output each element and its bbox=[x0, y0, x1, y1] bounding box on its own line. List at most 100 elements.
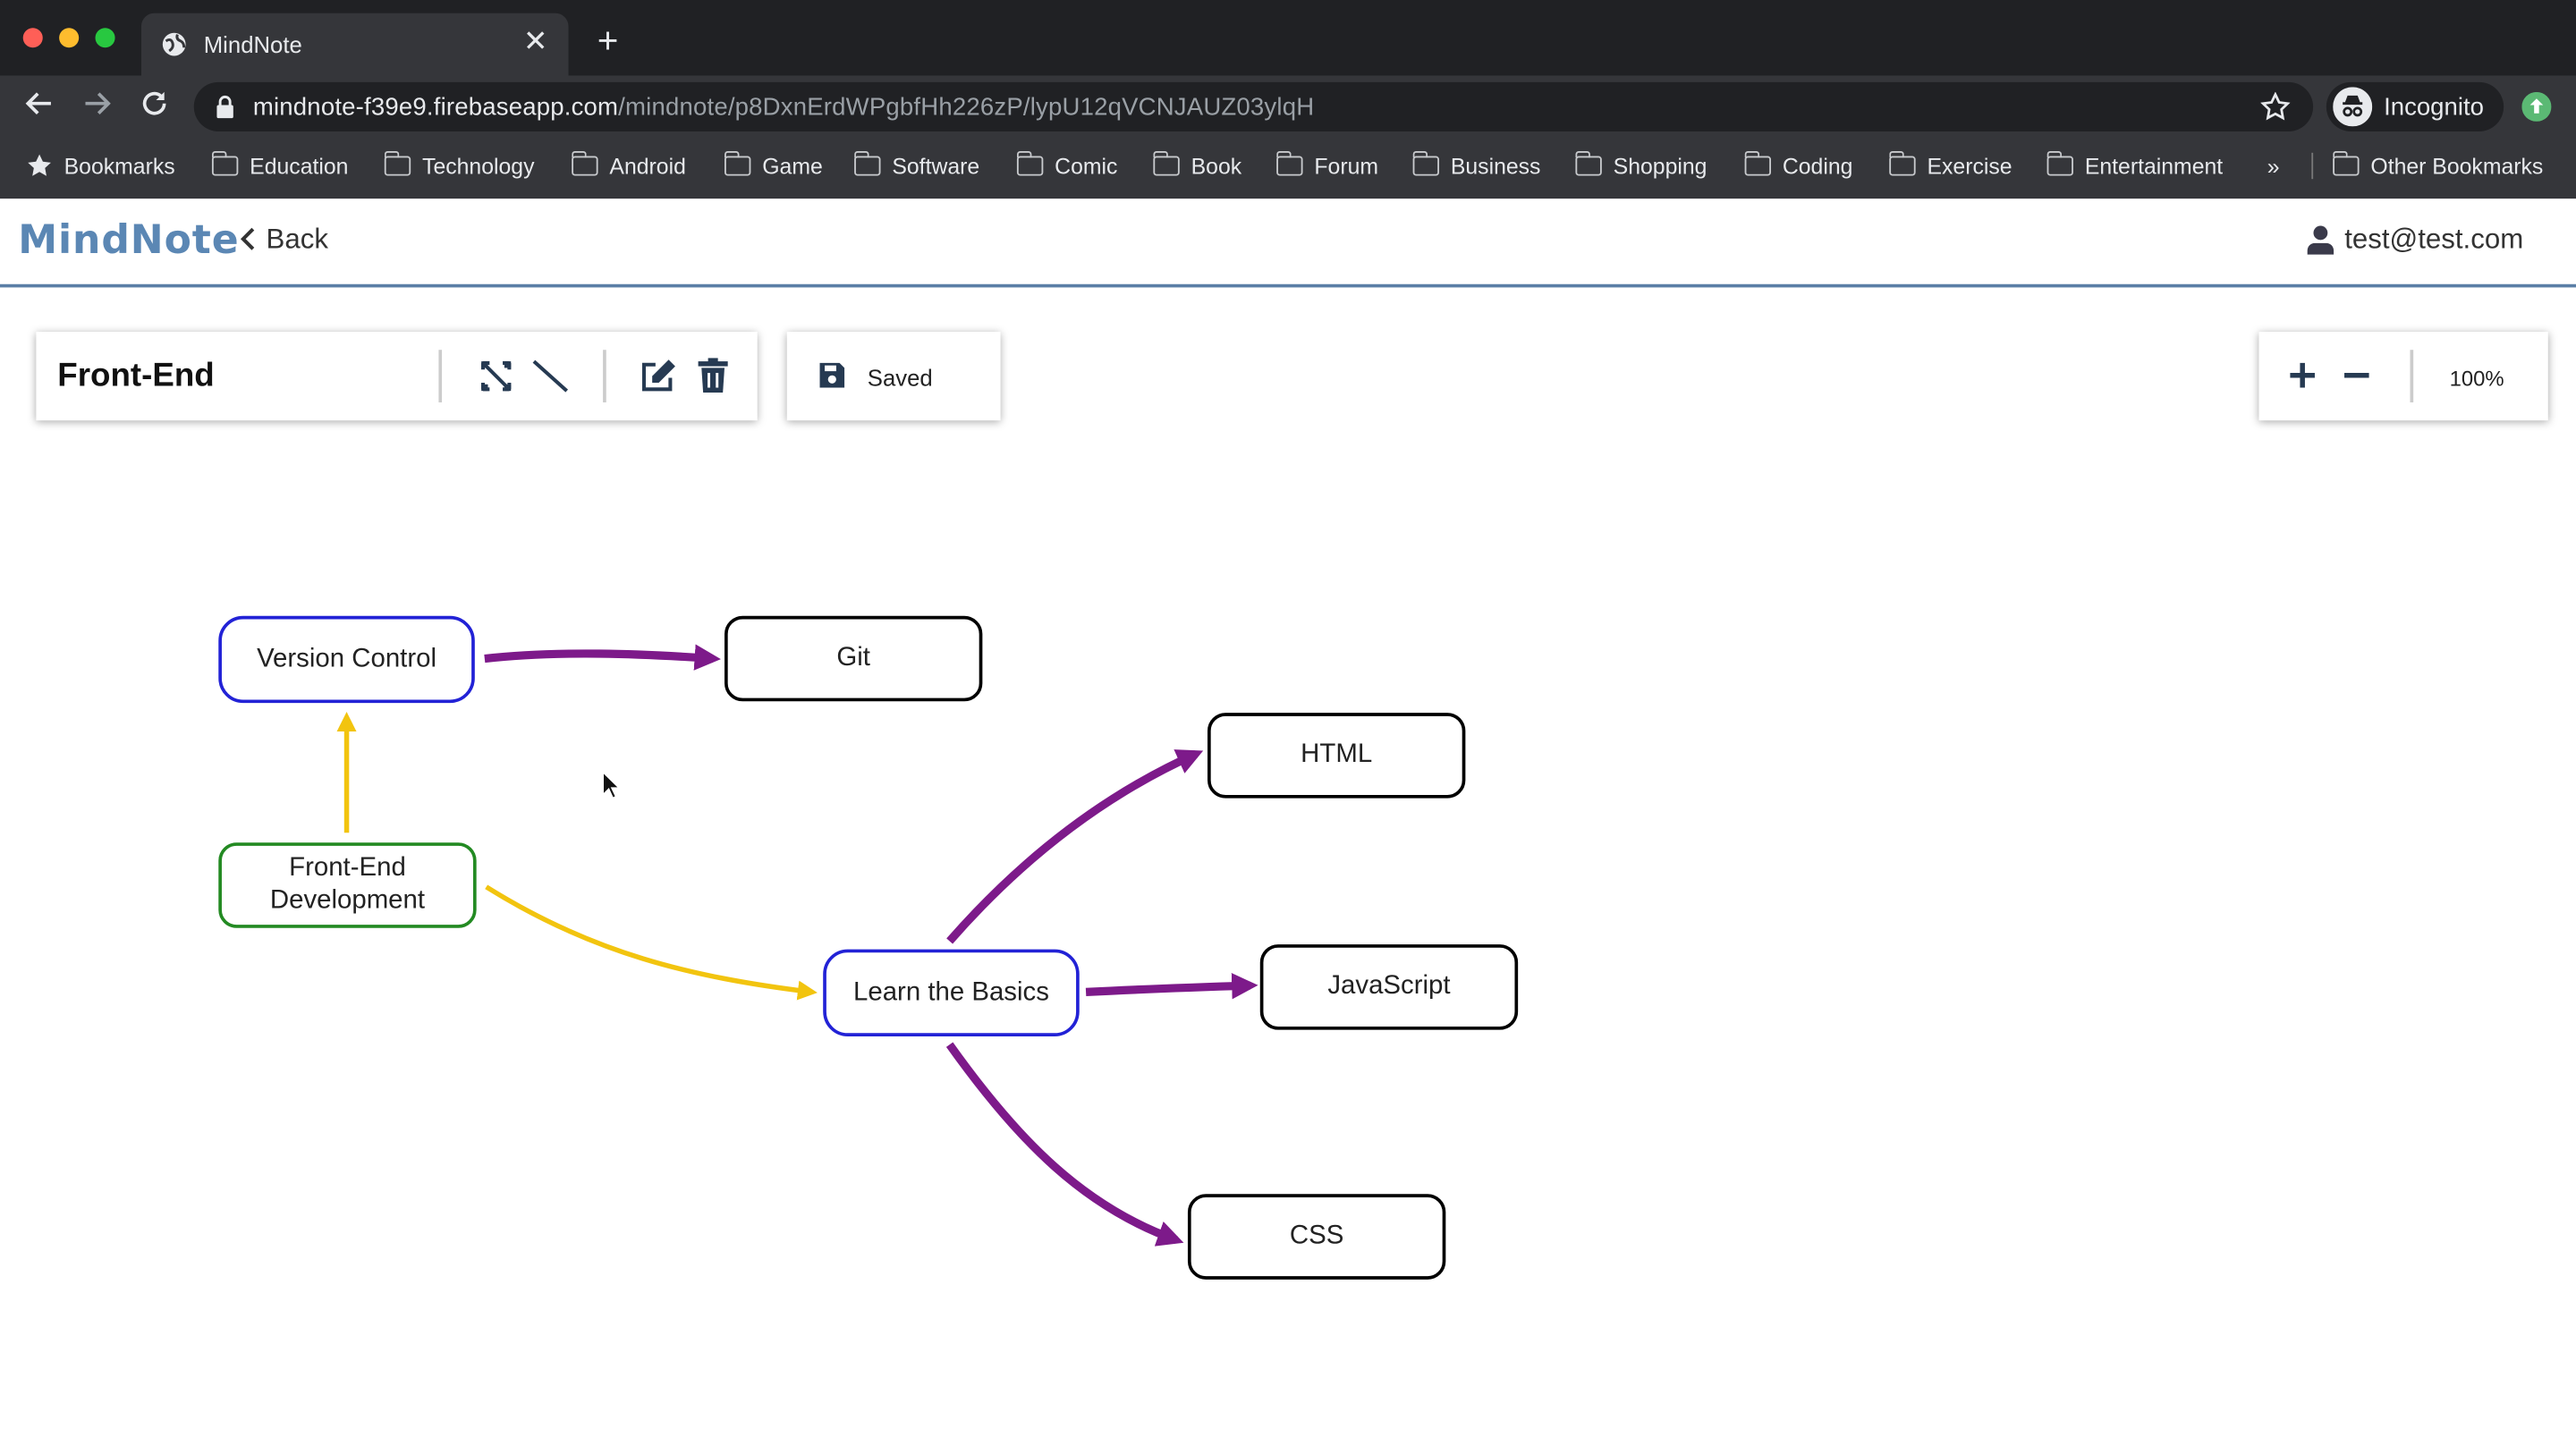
edit-icon[interactable] bbox=[639, 357, 678, 396]
bookmark-label: Software bbox=[892, 153, 980, 179]
node-css[interactable]: CSS bbox=[1187, 1194, 1446, 1280]
browser-tab[interactable]: MindNote ✕ bbox=[140, 13, 569, 76]
bookmarks-star-item[interactable]: Bookmarks bbox=[26, 149, 175, 182]
folder-icon bbox=[1411, 150, 1439, 176]
bookmark-star-icon[interactable] bbox=[2260, 91, 2291, 122]
bookmark-label: Education bbox=[250, 153, 349, 179]
zoom-controls: 100% bbox=[2258, 332, 2548, 421]
close-tab-icon[interactable]: ✕ bbox=[522, 24, 548, 58]
more-label: » bbox=[2267, 153, 2280, 179]
bookmark-label: Bookmarks bbox=[64, 153, 175, 179]
bookmark-folder-book[interactable]: Book bbox=[1152, 149, 1242, 182]
user-email: test@test.com bbox=[2344, 223, 2524, 255]
node-label: Learn the Basics bbox=[853, 977, 1049, 1006]
edge-version-control-to-git[interactable] bbox=[484, 644, 721, 671]
bookmark-folder-education[interactable]: Education bbox=[211, 149, 349, 182]
bookmark-folder-entertainment[interactable]: Entertainment bbox=[2046, 149, 2224, 182]
bookmark-label: Exercise bbox=[1927, 153, 2012, 179]
lock-icon bbox=[216, 95, 233, 119]
node-label: Git bbox=[836, 644, 870, 672]
reload-icon[interactable] bbox=[136, 89, 172, 124]
edge-frontend-to-basics[interactable] bbox=[485, 884, 818, 1001]
app-header: MindNote Back test@test.com bbox=[0, 199, 2576, 288]
tab-strip: MindNote ✕ + bbox=[0, 0, 2576, 76]
folder-icon bbox=[2332, 150, 2360, 176]
node-label: JavaScript bbox=[1327, 972, 1451, 1001]
node-git[interactable]: Git bbox=[724, 615, 983, 702]
close-window-button[interactable] bbox=[22, 28, 43, 48]
bookmark-folder-shopping[interactable]: Shopping bbox=[1574, 149, 1707, 182]
mindmap-edges bbox=[336, 644, 1258, 1247]
bookmark-folder-forum[interactable]: Forum bbox=[1275, 149, 1379, 182]
add-node-icon[interactable] bbox=[477, 357, 516, 396]
bookmark-label: Book bbox=[1191, 153, 1242, 179]
bookmark-folder-business[interactable]: Business bbox=[1411, 149, 1541, 182]
edge-basics-to-html[interactable] bbox=[946, 749, 1204, 944]
mindmap-canvas[interactable]: Version Control Git Front-End Developmen… bbox=[0, 287, 2576, 1453]
draw-line-icon[interactable] bbox=[530, 357, 570, 396]
bookmark-folder-coding[interactable]: Coding bbox=[1743, 149, 1852, 182]
folder-icon bbox=[1574, 150, 1602, 176]
document-title[interactable]: Front-End bbox=[57, 358, 215, 394]
bookmark-label: Business bbox=[1450, 153, 1541, 179]
save-status-panel[interactable]: Saved bbox=[786, 332, 1001, 421]
bookmark-folder-game[interactable]: Game bbox=[724, 149, 823, 182]
maximize-window-button[interactable] bbox=[95, 28, 115, 48]
node-javascript[interactable]: JavaScript bbox=[1259, 944, 1519, 1030]
bookmark-label: Android bbox=[609, 153, 686, 179]
bookmarks-bar: Bookmarks Education Technology Android G… bbox=[0, 143, 2576, 189]
address-bar[interactable]: mindnote-f39e9.firebaseapp.com/mindnote/… bbox=[193, 81, 2314, 131]
bookmark-folder-android[interactable]: Android bbox=[571, 149, 686, 182]
node-label: Front-End Development bbox=[269, 854, 426, 916]
folder-icon bbox=[1152, 150, 1180, 176]
bookmark-folder-comic[interactable]: Comic bbox=[1016, 149, 1118, 182]
back-button[interactable]: Back bbox=[240, 224, 328, 257]
zoom-out-icon[interactable] bbox=[2343, 361, 2370, 389]
folder-icon bbox=[1743, 150, 1771, 176]
toolbar-divider bbox=[603, 350, 606, 402]
folder-icon bbox=[853, 150, 881, 176]
folder-icon bbox=[724, 150, 751, 176]
back-label: Back bbox=[266, 223, 328, 255]
folder-icon bbox=[1888, 150, 1916, 176]
bookmark-label: Comic bbox=[1055, 153, 1118, 179]
save-status: Saved bbox=[867, 364, 933, 392]
node-html[interactable]: HTML bbox=[1208, 713, 1466, 799]
bookmark-folder-technology[interactable]: Technology bbox=[383, 149, 535, 182]
more-bookmarks-chevron[interactable]: » bbox=[2267, 149, 2280, 182]
bookmark-label: Forum bbox=[1314, 153, 1379, 179]
edge-basics-to-javascript[interactable] bbox=[1085, 973, 1258, 1000]
bookmarks-divider bbox=[2311, 152, 2314, 180]
profile-label: Incognito bbox=[2384, 93, 2484, 122]
navigation-bar: mindnote-f39e9.firebaseapp.com/mindnote/… bbox=[0, 75, 2576, 138]
node-label: Version Control bbox=[257, 644, 436, 673]
bookmark-label: Other Bookmarks bbox=[2370, 153, 2544, 179]
bookmark-label: Entertainment bbox=[2084, 153, 2224, 179]
bookmark-label: Technology bbox=[422, 153, 535, 179]
user-account[interactable]: test@test.com bbox=[2307, 224, 2523, 257]
bookmark-folder-software[interactable]: Software bbox=[853, 149, 980, 182]
mouse-cursor-icon bbox=[602, 770, 622, 799]
star-icon bbox=[28, 154, 51, 176]
folder-icon bbox=[1016, 150, 1044, 176]
url-path: /mindnote/p8DxnErdWPgbfHh226zP/lypU12qVC… bbox=[618, 93, 1315, 122]
bookmark-folder-exercise[interactable]: Exercise bbox=[1888, 149, 2012, 182]
forward-arrow-icon[interactable] bbox=[79, 89, 114, 124]
edge-basics-to-css[interactable] bbox=[945, 1042, 1184, 1247]
zoom-in-icon[interactable] bbox=[2289, 361, 2317, 389]
bookmark-folder-other[interactable]: Other Bookmarks bbox=[2332, 149, 2544, 182]
node-learn-the-basics[interactable]: Learn the Basics bbox=[823, 949, 1080, 1036]
tab-title: MindNote bbox=[203, 30, 302, 58]
node-front-end-development[interactable]: Front-End Development bbox=[218, 842, 477, 928]
node-label: CSS bbox=[1289, 1222, 1344, 1250]
zoom-level: 100% bbox=[2449, 366, 2504, 392]
new-tab-icon[interactable]: + bbox=[597, 20, 619, 61]
trash-icon[interactable] bbox=[693, 357, 733, 396]
incognito-profile-button[interactable]: Incognito bbox=[2326, 81, 2504, 131]
folder-icon bbox=[383, 150, 411, 176]
update-icon[interactable] bbox=[2521, 91, 2552, 122]
app-logo[interactable]: MindNote bbox=[18, 216, 240, 263]
node-version-control[interactable]: Version Control bbox=[218, 615, 475, 704]
minimize-window-button[interactable] bbox=[59, 28, 80, 48]
back-arrow-icon[interactable] bbox=[21, 89, 57, 124]
